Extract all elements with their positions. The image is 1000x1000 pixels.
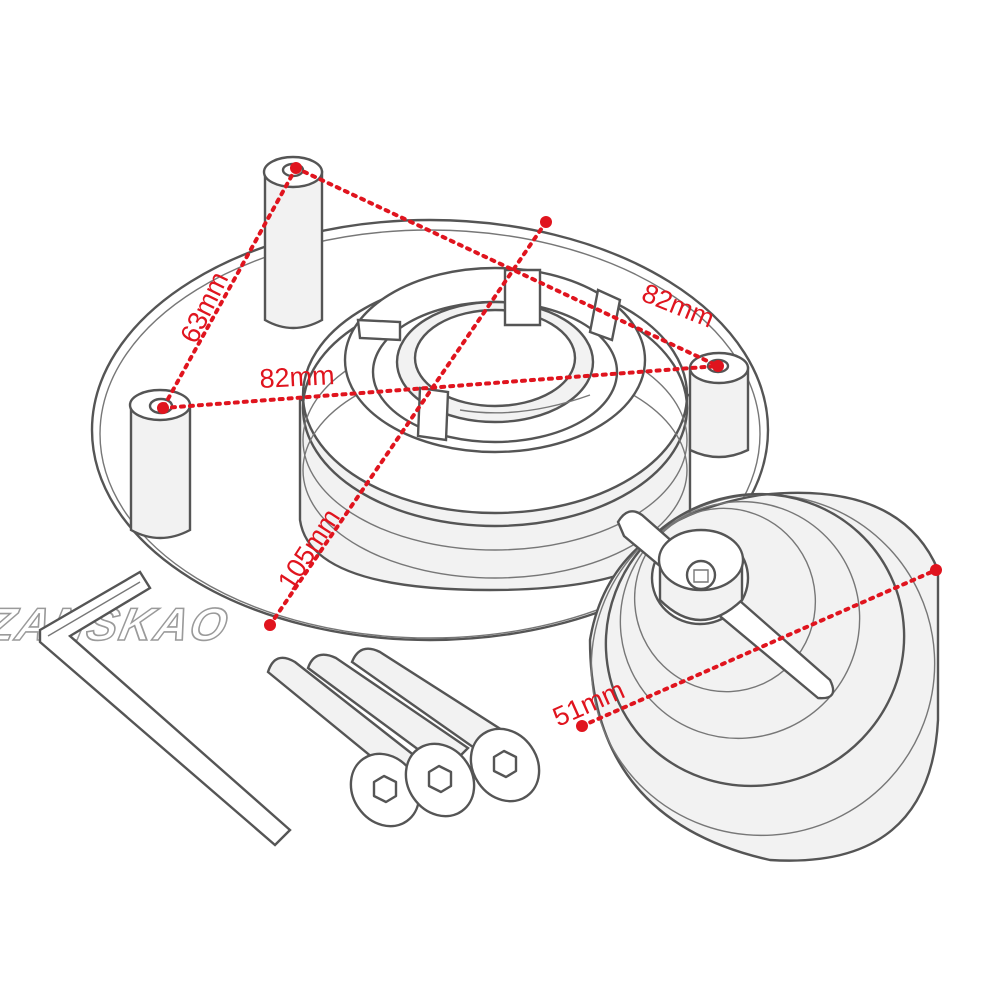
screw-1 [266,656,422,828]
dim-point-cap-right [930,564,942,576]
dim-line-63mm [161,166,298,410]
dim-point-cap-left [576,720,588,732]
dim-point-post-right [712,360,724,372]
dim-point-post-left [157,402,169,414]
fuel-cap [588,491,940,862]
dim-line-82mm-right [294,166,720,368]
dim-line-82mm-middle [161,364,720,410]
hex-key [38,570,292,847]
screws [266,647,541,828]
central-ring [298,266,692,592]
dim-point-base-top [540,216,552,228]
dim-line-105mm [268,220,548,627]
dim-point-post-top [290,162,302,174]
dim-label-82mm-middle: 82mm [259,360,335,394]
screw-3 [350,647,541,803]
dim-point-base-bottom [264,619,276,631]
dim-line-51mm [580,568,938,728]
screw-2 [306,653,476,818]
post-top [262,155,324,330]
